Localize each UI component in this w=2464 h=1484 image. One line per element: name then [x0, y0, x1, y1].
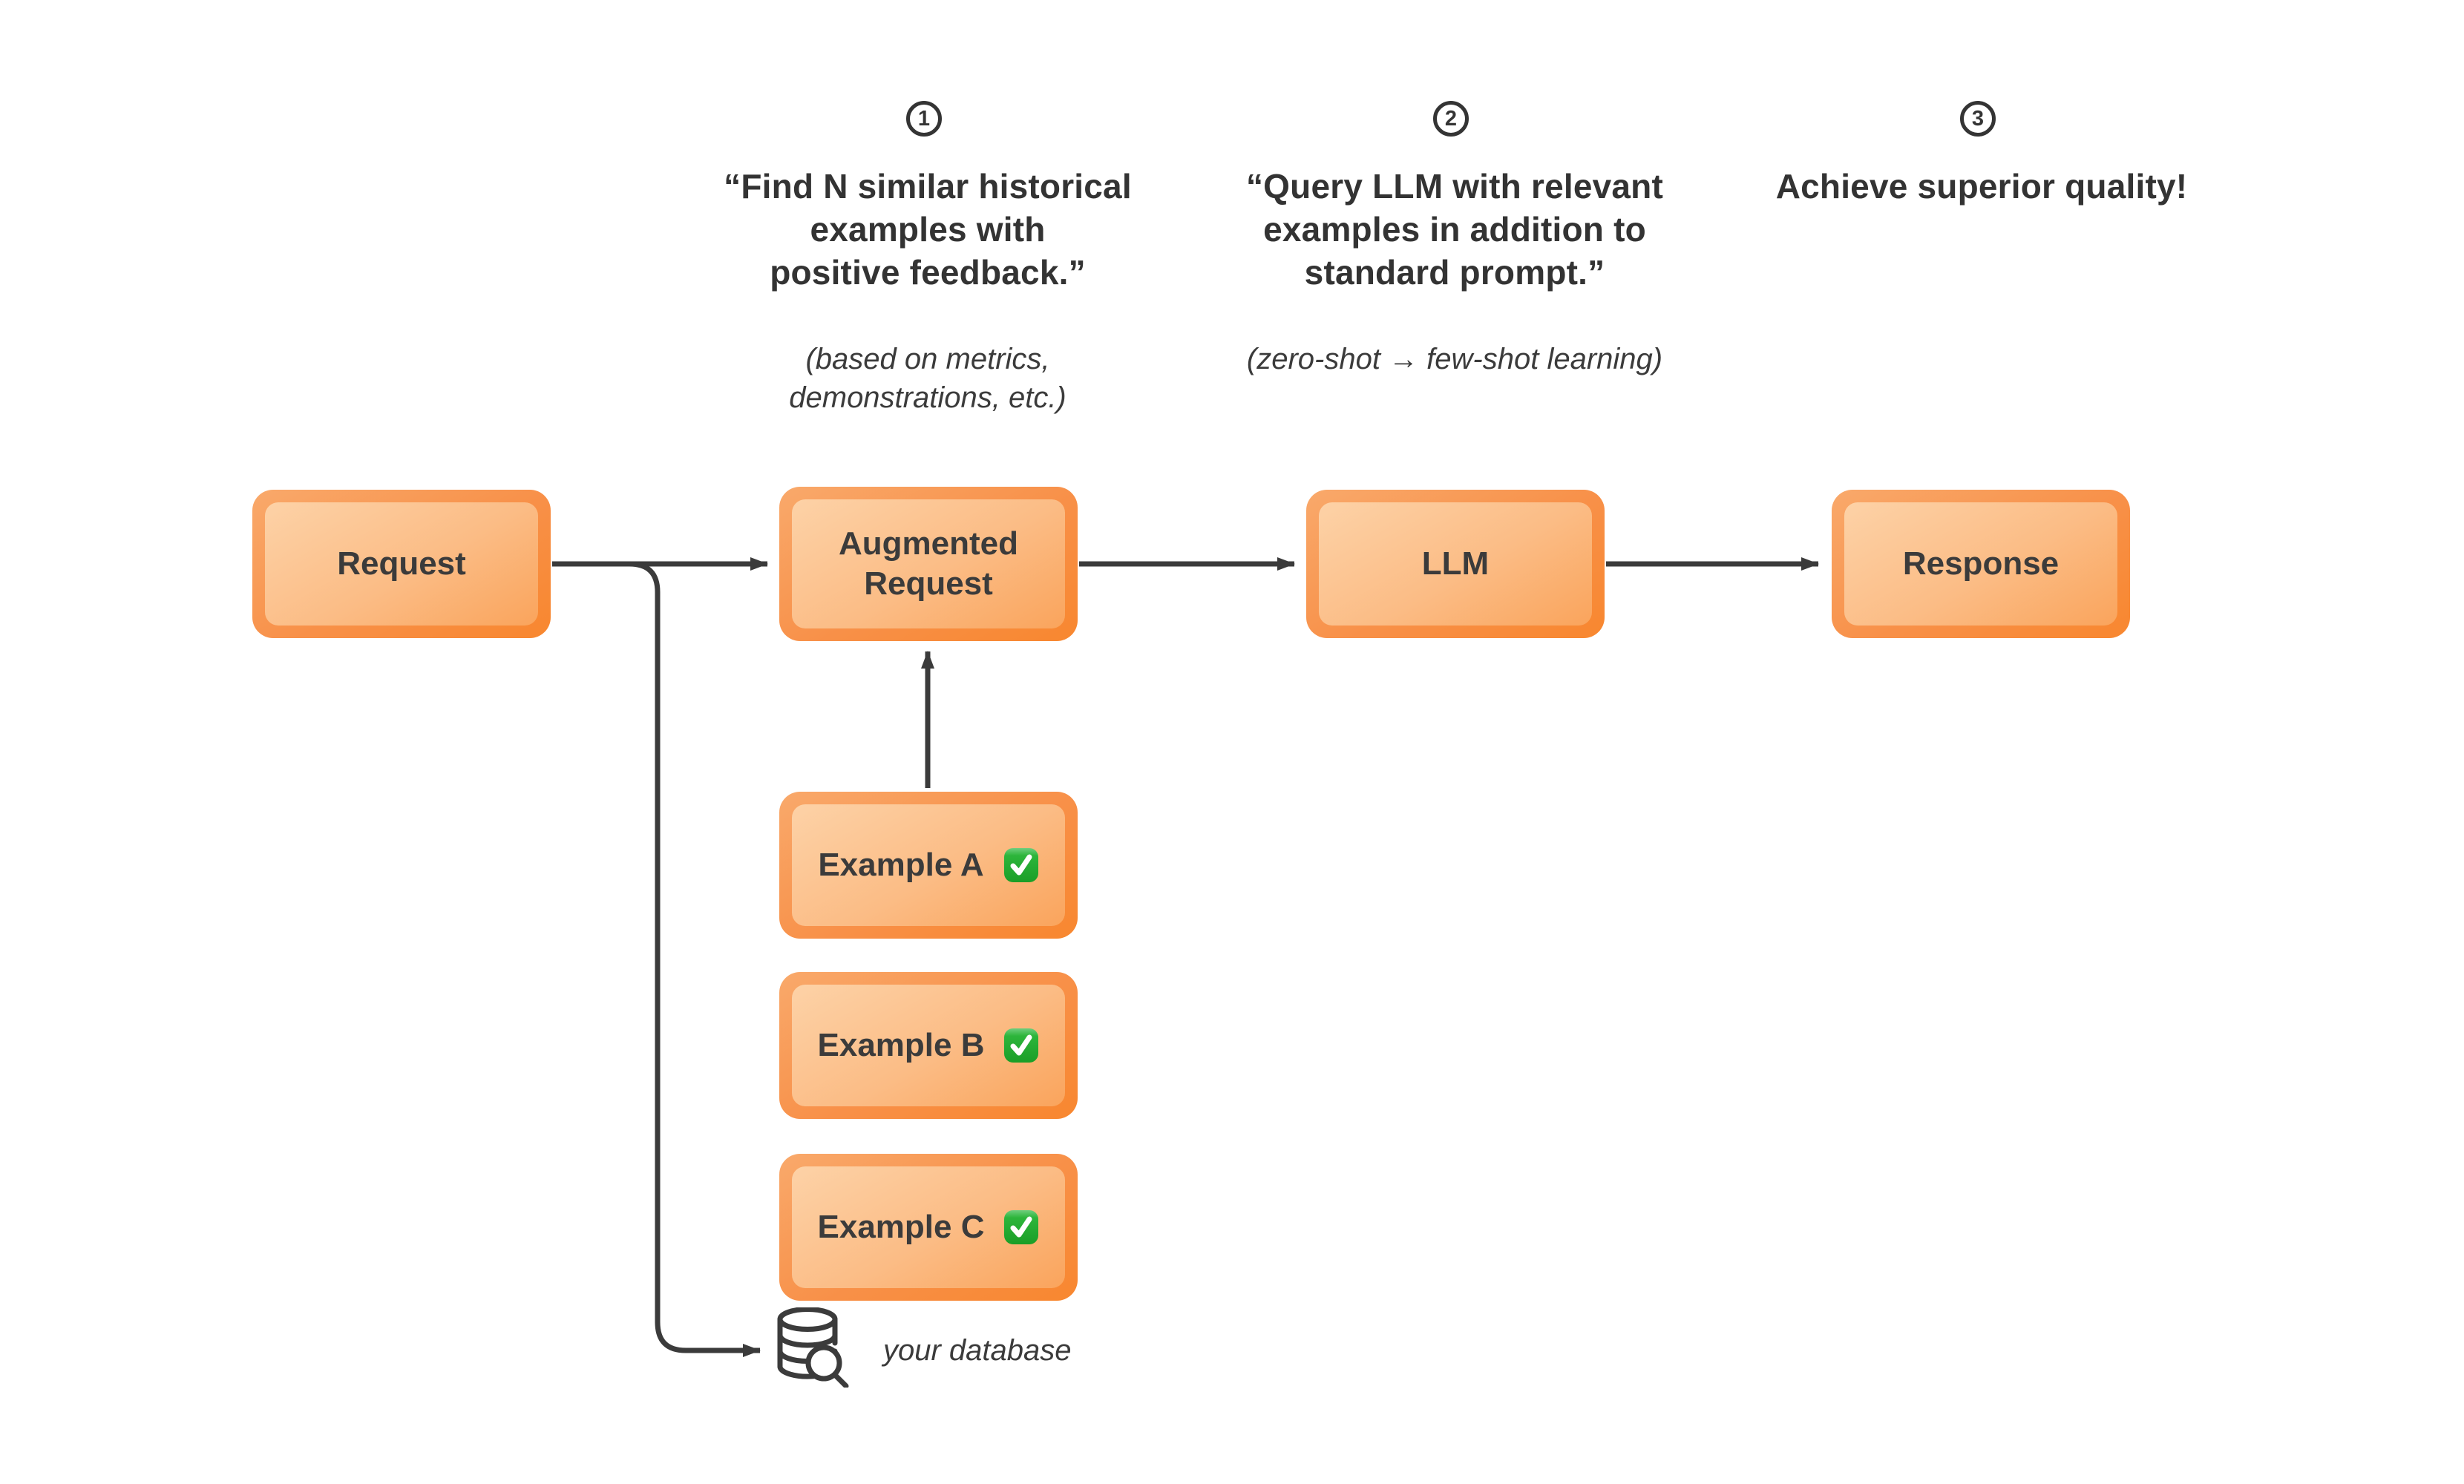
node-response: Response — [1832, 490, 2130, 638]
node-example-c: Example C — [779, 1154, 1078, 1301]
database-label: your database — [883, 1334, 1072, 1367]
step-2-note: (zero-shot → few-shot learning) — [1187, 340, 1722, 378]
note-line: demonstrations, etc.) — [789, 381, 1066, 414]
green-checkmark-icon — [1004, 1210, 1039, 1244]
database-search-icon — [777, 1307, 849, 1388]
step-1-note: (based on metrics, demonstrations, etc.) — [661, 340, 1195, 417]
node-llm-label: LLM — [1421, 545, 1490, 582]
node-llm: LLM — [1306, 490, 1605, 638]
title-line: Achieve superior quality! — [1775, 167, 2188, 206]
node-example-a-label: Example A — [818, 847, 984, 883]
step-3-badge: 3 — [1960, 101, 1996, 137]
step-3-title: Achieve superior quality! — [1714, 165, 2249, 208]
node-request-label: Request — [337, 545, 466, 582]
node-example-b: Example B — [779, 972, 1078, 1119]
node-example-a: Example A — [779, 792, 1078, 939]
title-line: positive feedback.” — [770, 253, 1086, 292]
node-example-b-label: Example B — [817, 1027, 985, 1063]
node-augmented-request: Augmented Request — [779, 487, 1078, 641]
note-line: (zero-shot → few-shot learning) — [1246, 343, 1663, 375]
note-line: (based on metrics, — [805, 343, 1050, 375]
step-2-badge: 2 — [1433, 101, 1469, 137]
green-checkmark-icon — [1004, 1028, 1039, 1063]
green-checkmark-icon — [1003, 848, 1038, 882]
node-augmented-request-label: Request — [864, 565, 993, 602]
node-response-label: Response — [1902, 545, 2060, 582]
node-augmented-request-label: Augmented — [839, 525, 1018, 562]
title-line: examples in addition to — [1263, 210, 1646, 249]
title-line: examples with — [810, 210, 1046, 249]
step-1-title: “Find N similar historical examples with… — [661, 165, 1195, 294]
step-1-badge: 1 — [906, 101, 942, 137]
title-line: “Query LLM with relevant — [1245, 167, 1663, 206]
title-line: “Find N similar historical — [724, 167, 1132, 206]
node-example-c-label: Example C — [817, 1209, 985, 1245]
node-request: Request — [252, 490, 551, 638]
title-line: standard prompt.” — [1304, 253, 1605, 292]
step-2-title: “Query LLM with relevant examples in add… — [1187, 165, 1722, 294]
arrow-request-to-database — [629, 561, 761, 1357]
